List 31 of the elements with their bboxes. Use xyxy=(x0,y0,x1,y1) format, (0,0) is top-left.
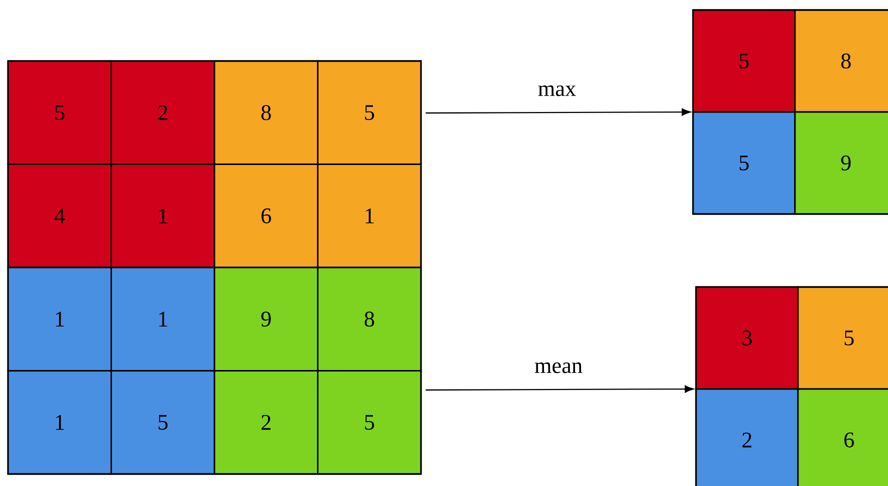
grid-cell: 5 xyxy=(317,60,422,165)
grid-cell: 5 xyxy=(692,111,796,215)
grid-cell: 1 xyxy=(7,266,112,372)
grid-cell: 1 xyxy=(110,164,216,268)
grid-cell: 2 xyxy=(110,60,216,165)
grid-cell: 6 xyxy=(214,164,318,268)
grid-frame xyxy=(695,286,888,486)
grid-cell: 6 xyxy=(797,388,888,486)
grid-cell: 5 xyxy=(7,60,112,165)
grid-cell: 5 xyxy=(797,286,888,390)
grid-cell: 1 xyxy=(317,164,422,268)
grid-cell: 8 xyxy=(317,266,422,372)
grid-cell: 4 xyxy=(7,164,112,268)
grid-cell: 1 xyxy=(110,266,216,372)
grid-cell: 5 xyxy=(110,370,216,475)
grid-cell: 9 xyxy=(794,111,888,215)
grid-cell: 9 xyxy=(214,266,318,372)
edge-label: max xyxy=(538,85,576,96)
grid-cell: 1 xyxy=(7,370,112,475)
arrow xyxy=(426,385,694,393)
grid-frame xyxy=(692,9,888,215)
grid-cell: 2 xyxy=(695,388,799,486)
grid-cell: 8 xyxy=(214,60,318,165)
grid-cell: 3 xyxy=(695,286,799,390)
grid-frame xyxy=(7,60,422,475)
grid-cell: 5 xyxy=(692,9,796,113)
edge-label: mean xyxy=(534,362,582,374)
grid-cell: 5 xyxy=(317,370,422,475)
grid-cell: 2 xyxy=(214,370,318,475)
grid-cell: 8 xyxy=(794,9,888,113)
arrow xyxy=(426,108,691,116)
